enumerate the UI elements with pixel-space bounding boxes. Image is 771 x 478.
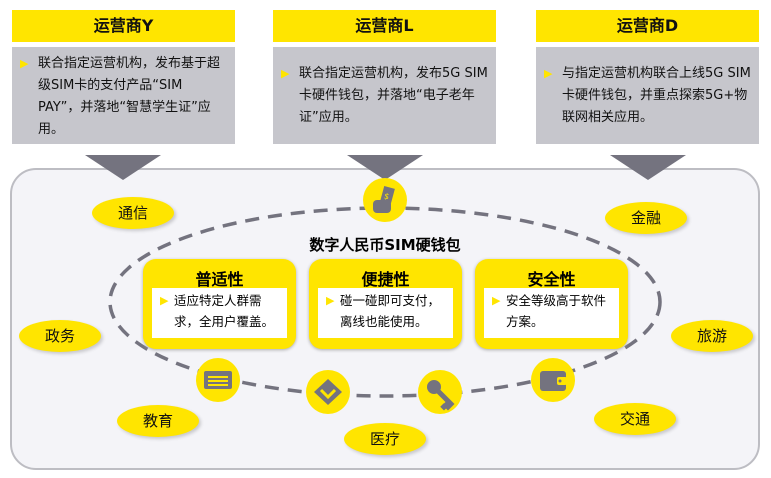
scenario-government: 政务 bbox=[19, 320, 101, 352]
feature-card: 便捷性▶碰一碰即可支付，离线也能使用。 bbox=[309, 259, 462, 349]
bullet-icon: ▶ bbox=[160, 294, 169, 307]
bullet-icon: ▶ bbox=[544, 67, 553, 80]
operator-title: 运营商L bbox=[273, 10, 496, 42]
key-icon bbox=[418, 370, 462, 414]
bullet-icon: ▶ bbox=[20, 57, 29, 70]
arrow-down-icon bbox=[347, 155, 423, 180]
feature-title: 便捷性 bbox=[361, 270, 410, 289]
operator-y: 运营商Y bbox=[12, 10, 235, 42]
arrow-down-icon bbox=[610, 155, 686, 180]
scenario-transport: 交通 bbox=[594, 403, 676, 435]
feature-card: 普适性▶适应特定人群需求，全用户覆盖。 bbox=[143, 259, 296, 349]
feature-title: 安全性 bbox=[527, 270, 576, 289]
operator-d: 运营商D bbox=[536, 10, 759, 42]
center-title: 数字人民币SIM硬钱包 bbox=[309, 236, 461, 254]
scenario-finance: 金融 bbox=[605, 202, 687, 234]
feature-title: 普适性 bbox=[195, 270, 244, 289]
wallet-icon bbox=[531, 358, 575, 402]
arrow-down-icon bbox=[85, 155, 161, 180]
scenario-education: 教育 bbox=[117, 405, 199, 437]
phone-payment-icon: $ bbox=[363, 178, 407, 222]
operator-desc: ▶联合指定运营机构，发布基于超级SIM卡的支付产品“SIM PAY”，并落地“智… bbox=[12, 47, 235, 144]
bullet-icon: ▶ bbox=[326, 294, 335, 307]
operator-title: 运营商Y bbox=[12, 10, 235, 42]
scenario-tourism: 旅游 bbox=[671, 320, 753, 352]
operator-title: 运营商D bbox=[536, 10, 759, 42]
bullet-icon: ▶ bbox=[281, 67, 290, 80]
scenario-telecom: 通信 bbox=[92, 197, 174, 229]
svg-text:$: $ bbox=[383, 191, 390, 201]
id-card-icon bbox=[196, 358, 240, 402]
bullet-icon: ▶ bbox=[492, 294, 501, 307]
operator-desc: ▶与指定运营机构联合上线5G SIM卡硬件钱包，并重点探索5G+物联网相关应用。 bbox=[536, 47, 759, 144]
operator-l: 运营商L bbox=[273, 10, 496, 42]
diamond-icon bbox=[306, 370, 350, 414]
operator-desc: ▶联合指定运营机构，发布5G SIM卡硬件钱包，并落地“电子老年证”应用。 bbox=[273, 47, 496, 144]
scenario-medical: 医疗 bbox=[344, 423, 426, 455]
feature-card: 安全性▶安全等级高于软件方案。 bbox=[475, 259, 628, 349]
